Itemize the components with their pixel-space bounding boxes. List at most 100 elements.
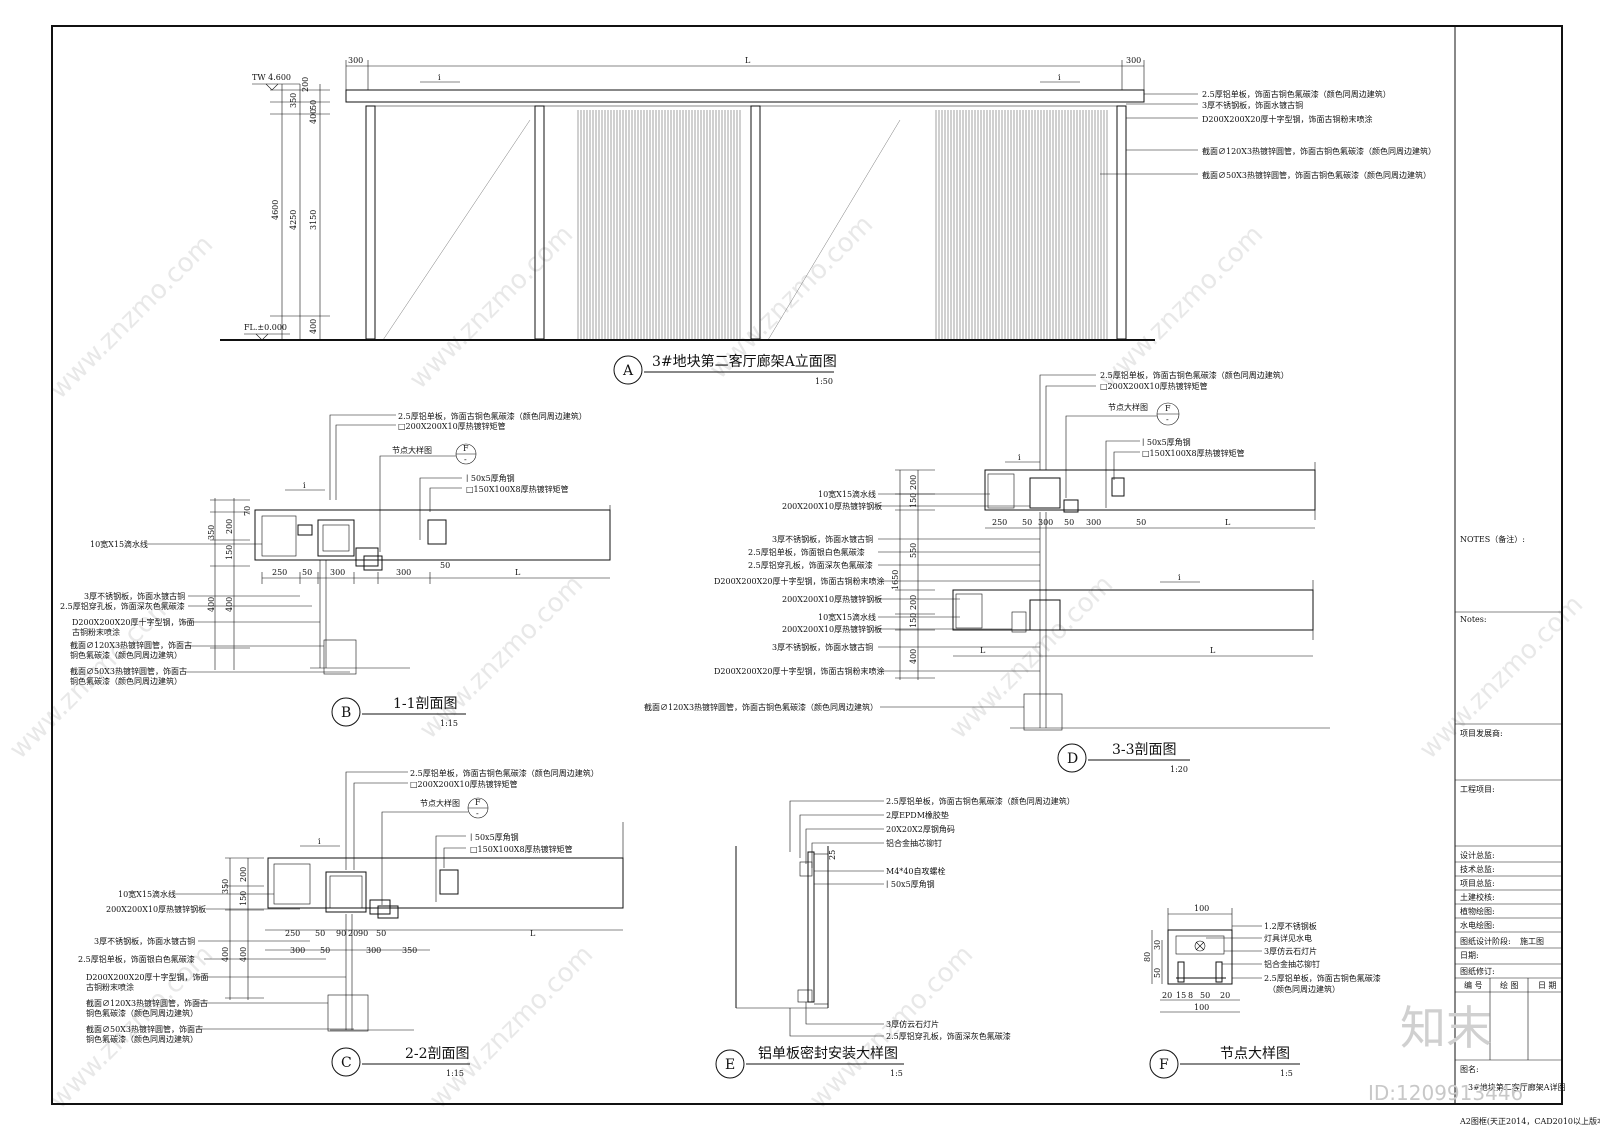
section-beam <box>952 589 1314 631</box>
steel-tube <box>325 871 367 913</box>
node-ref-sub: - <box>464 455 467 464</box>
section-beam <box>254 509 611 561</box>
leader-label: □200X200X10厚热镀锌矩管 <box>398 421 506 431</box>
leader-label: 10宽X15滴水线 <box>90 539 148 549</box>
leader-label: 2.5厚铝单板，饰面古铜色氟碳漆 <box>1264 973 1381 983</box>
watermark: www.znzmo.com <box>424 940 599 1115</box>
leader-label: 1.2厚不锈钢板 <box>1264 921 1317 931</box>
view-d-section: 2.5厚铝单板，饰面古铜色氟碳漆（颜色同周边建筑） □200X200X10厚热镀… <box>644 370 1330 774</box>
dim-text: L <box>530 929 536 938</box>
level-tw: TW 4.600 <box>252 73 291 82</box>
view-title: 3#地块第二客厅廊架A立面图 <box>652 353 837 370</box>
leader-label: □150X100X8厚热镀锌矩管 <box>1142 448 1245 458</box>
dim-text: 350 <box>207 525 216 540</box>
view-bubble <box>715 1049 745 1079</box>
view-scale: 1:5 <box>890 1069 903 1078</box>
dim-text: L <box>1210 646 1216 655</box>
dim-text: 350 <box>221 879 230 894</box>
view-scale: 1:5 <box>1280 1069 1293 1078</box>
view-scale: 1:50 <box>815 377 833 386</box>
watermark: www.znzmo.com <box>1094 220 1269 395</box>
leader-label: 3厚不锈钢板，饰面水镀古铜 <box>1202 100 1303 110</box>
leader-label: 10宽X15滴水线 <box>818 612 876 622</box>
detail-f-leaders: 1.2厚不锈钢板 灯具详见水电 3厚仿云石灯片 铝合金抽芯铆钉 2.5厚铝单板，… <box>1206 921 1381 994</box>
level-fl: FL.±0.000 <box>244 323 287 332</box>
slope-mark: i <box>318 837 321 846</box>
leader-label: 2.5厚铝单板，饰面银白色氟碳漆 <box>78 954 195 964</box>
view-bubble <box>1057 743 1087 773</box>
node-ref-letter: F <box>1165 404 1171 413</box>
stage-label: 图纸设计阶段: <box>1460 936 1511 946</box>
leader-label: 2.5厚铝单板，饰面古铜色氟碳漆（颜色同周边建筑） <box>398 411 587 421</box>
dim-text: 550 <box>909 543 918 558</box>
leader-label: 铜色氟碳漆（颜色同周边建筑） <box>70 676 182 686</box>
leader-label: 2.5厚铝穿孔板，饰面深灰色氟碳漆 <box>60 601 185 611</box>
role-label: 技术总监: <box>1460 864 1495 874</box>
dim-text: 300 <box>290 946 305 955</box>
leader-label: 2.5厚铝穿孔板，饰面深灰色氟碳漆 <box>748 560 873 570</box>
dim-text: L <box>745 56 751 65</box>
slope-mark: i <box>303 481 306 490</box>
steel-tube <box>439 869 459 895</box>
sheet-footer: A2图框(天正2014，CAD2010以上版本打开) <box>1459 1116 1600 1126</box>
light-box <box>1167 929 1233 985</box>
leader-label: 截面∅120X3热镀锌圆管，饰面古 <box>86 998 208 1008</box>
dim-text: 200 <box>909 595 918 610</box>
dim-text: 300 <box>1086 518 1101 527</box>
dim-text: 200 <box>239 867 248 882</box>
view-scale: 1:15 <box>440 719 458 728</box>
dim-text: 300 <box>330 568 345 577</box>
view-scale: 1:15 <box>446 1069 464 1078</box>
dim-text: 400 <box>225 597 234 612</box>
sheet-border <box>51 25 1563 1105</box>
view-letter: D <box>1067 751 1078 767</box>
leader-label: ∣ 50x5厚角钢 <box>1142 437 1191 447</box>
dim-text: L <box>1225 518 1231 527</box>
dim-text: 4600 <box>271 200 280 220</box>
view-letter: B <box>341 705 351 721</box>
leader-label: 200X200X10厚热镀锌钢板 <box>782 501 882 511</box>
leader-label: 截面∅120X3热镀锌圆管，饰面古 <box>70 640 192 650</box>
leader-label: □200X200X10厚热镀锌矩管 <box>1100 381 1208 391</box>
dim-text: 200 <box>225 519 234 534</box>
section-b-leaders: 10宽X15滴水线 3厚不锈钢板，饰面水镀古铜 2.5厚铝穿孔板，饰面深灰色氟碳… <box>60 539 350 686</box>
notes-en-label: Notes: <box>1460 615 1487 624</box>
leader-label: □150X100X8厚热镀锌矩管 <box>466 484 569 494</box>
role-rows: 设计总监: 技术总监: 项目总监: 土建校核: 植物绘图: 水电绘图: <box>1455 850 1562 933</box>
dim-text: 1650 <box>891 570 900 590</box>
angle-steel <box>807 851 815 1003</box>
role-label: 水电绘图: <box>1460 920 1495 930</box>
dim-text: 400 <box>221 947 230 962</box>
view-title: 3-3剖面图 <box>1112 742 1177 758</box>
view-letter: C <box>341 1055 352 1071</box>
dim-text: 50 <box>315 929 325 938</box>
stage-value: 施工图 <box>1520 936 1544 946</box>
dim-text: 50 <box>320 946 330 955</box>
leader-label: 3厚仿云石灯片 <box>886 1019 939 1029</box>
dim-text: 50 <box>309 100 318 110</box>
dim-text: 150 <box>909 493 918 508</box>
slope-mark: i <box>1058 73 1061 82</box>
view-title: 节点大样图 <box>1220 1046 1290 1062</box>
leader-label: 2厚EPDM橡胶垫 <box>886 810 949 820</box>
dim-text: 150 <box>239 891 248 906</box>
dim-text: 400 <box>239 947 248 962</box>
dim-text: L <box>515 568 521 577</box>
leader-label: 2.5厚铝单板，饰面古铜色氟碳漆（颜色同周边建筑） <box>886 796 1075 806</box>
view-title: 2-2剖面图 <box>405 1046 470 1062</box>
leader-label: D200X200X20厚十字型钢，饰面古铜粉末喷涂 <box>1202 114 1373 124</box>
view-a-elevation: 300 L 300 i i TW 4.600 FL.±0.000 <box>220 56 1436 386</box>
dim-text: 350 <box>402 946 417 955</box>
leader-label: 铜色氟碳漆（颜色同周边建筑） <box>86 1008 198 1018</box>
notes-cn-label: NOTES（备注）: <box>1460 534 1525 544</box>
section-c-leaders: 10宽X15滴水线 200X200X10厚热镀锌钢板 3厚不锈钢板，饰面水镀古铜… <box>78 889 354 1044</box>
dim-text: 50 <box>1022 518 1032 527</box>
leader-label: 铝合金抽芯铆钉 <box>886 838 942 848</box>
leader-label: 2.5厚铝穿孔板，饰面深灰色氟碳漆 <box>886 1031 1011 1041</box>
leader-label: 3厚不锈钢板，饰面水镀古铜 <box>772 642 873 652</box>
leader-label: 200X200X10厚热镀锌钢板 <box>106 904 206 914</box>
leader-label: 3厚仿云石灯片 <box>1264 946 1317 956</box>
leader-label: 铝合金抽芯铆钉 <box>1264 959 1320 969</box>
leader-label: 2.5厚铝单板，饰面古铜色氟碳漆（颜色同周边建筑） <box>1202 89 1391 99</box>
dim-text: L <box>980 646 986 655</box>
